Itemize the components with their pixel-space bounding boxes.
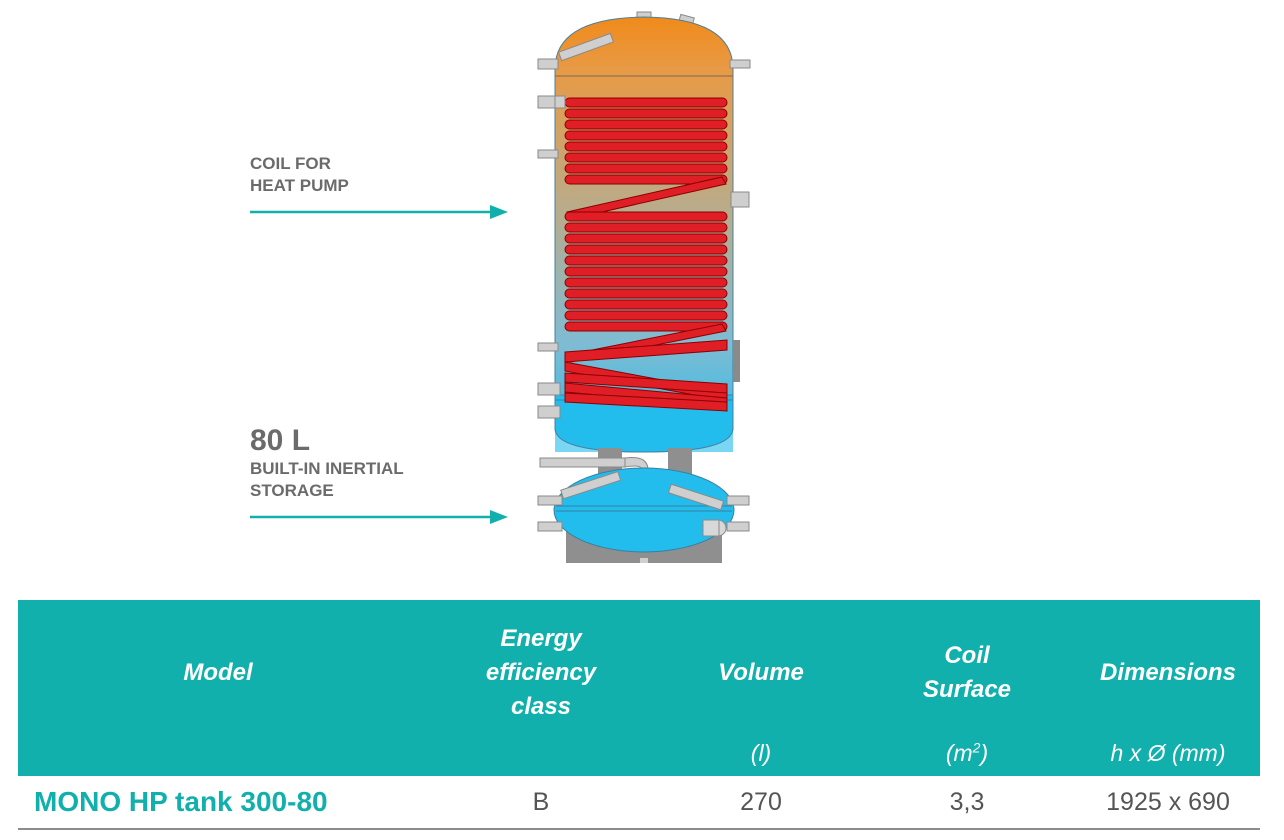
storage-callout-line1: BUILT-IN INERTIAL: [250, 459, 404, 478]
unit-dimensions: h x Ø (mm): [1076, 738, 1260, 776]
header-coil-line2: Surface: [922, 676, 1012, 703]
tank-diagram: COIL FOR HEAT PUMP 80 L BUILT-IN INERTIA…: [250, 11, 751, 563]
row-energy-class: B: [418, 776, 664, 830]
header-energy-line1: Energy: [500, 625, 582, 652]
unit-energy: [418, 738, 664, 776]
unit-coil-exponent: 2: [972, 739, 981, 756]
row-volume: 270: [664, 776, 858, 830]
table-row: MONO HP tank 300-80 B 270 3,3 1925 x 690: [18, 776, 1260, 830]
header-energy: Energy efficiency class: [418, 600, 664, 738]
header-coil-line1: Coil: [944, 642, 990, 669]
header-coil: Coil Surface: [858, 600, 1076, 738]
storage-callout-line2: STORAGE: [250, 481, 334, 500]
unit-coil: (m2): [858, 738, 1076, 776]
row-dimensions: 1925 x 690: [1076, 776, 1260, 830]
spec-table: Model Energy efficiency class Volume Coi…: [18, 600, 1260, 830]
storage-volume-label: 80 L: [250, 424, 311, 457]
table-unit-row: (l) (m2) h x Ø (mm): [18, 738, 1260, 776]
storage-callout: BUILT-IN INERTIAL STORAGE: [250, 458, 404, 502]
header-dimensions: Dimensions: [1076, 600, 1260, 738]
header-volume: Volume: [664, 600, 858, 738]
coil-callout-line2: HEAT PUMP: [250, 176, 349, 195]
table-header-row: Model Energy efficiency class Volume Coi…: [18, 600, 1260, 738]
row-coil-surface: 3,3: [858, 776, 1076, 830]
unit-coil-close: ): [980, 740, 989, 766]
header-energy-line3: class: [510, 693, 572, 720]
header-energy-line2: efficiency: [485, 659, 597, 686]
unit-model: [18, 738, 418, 776]
header-model: Model: [18, 600, 418, 738]
coil-callout: COIL FOR HEAT PUMP: [250, 153, 349, 197]
row-model: MONO HP tank 300-80: [18, 776, 418, 830]
unit-volume: (l): [664, 738, 858, 776]
unit-coil-base: (m: [945, 740, 973, 766]
tank-illustration: [250, 11, 751, 563]
coil-callout-line1: COIL FOR: [250, 154, 331, 173]
